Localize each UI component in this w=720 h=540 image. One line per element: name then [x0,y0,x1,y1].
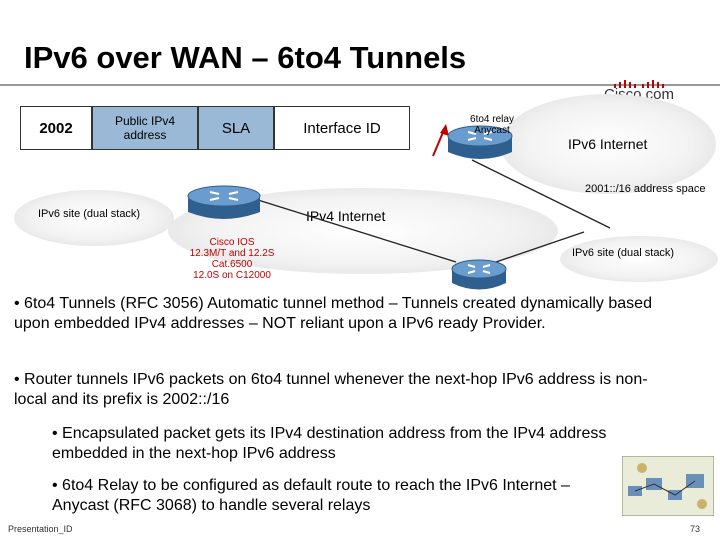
field-interface-id: Interface ID [274,106,410,150]
cisco-ios-label: Cisco IOS 12.3M/T and 12.2S Cat.6500 12.… [189,237,275,281]
bullet-4-text: • 6to4 Relay to be configured as default… [52,477,570,514]
footer-presentation-id: Presentation_ID [8,524,73,534]
bullet-6to4-tunnels: • 6to4 Tunnels (RFC 3056) Automatic tunn… [14,294,674,334]
relay-label: 6to4 relay Anycast [470,114,514,136]
bullet-router-tunnels: • Router tunnels IPv6 packets on 6to4 tu… [14,370,678,410]
field-interface-label: Interface ID [303,119,381,137]
ipv6-internet-label: IPv6 Internet [568,136,648,152]
title-rule [0,84,720,86]
field-ipv4-label: Public IPv4 address [114,114,176,142]
cisco-logo-icon [614,80,664,88]
ipv6-site-right-label: IPv6 site (dual stack) [572,247,675,259]
tunnel-link-left [257,199,457,263]
ipv6-site-right-cloud [560,236,718,282]
right-router-icon [451,259,507,290]
field-public-ipv4: Public IPv4 address [92,106,198,150]
field-sla-label: SLA [221,119,251,137]
left-router-icon [187,185,261,219]
field-prefix-label: 2002 [39,119,73,137]
relay-router-icon [447,125,513,159]
relay-arrow-head [440,124,449,136]
tunnel-link-right [495,231,585,263]
field-sla: SLA [198,106,274,150]
slide-title: IPv6 over WAN – 6to4 Tunnels [24,40,467,75]
relay-arrow-line [432,129,445,157]
bullet-1-text: • 6to4 Tunnels (RFC 3056) Automatic tunn… [14,295,652,332]
field-prefix-2002: 2002 [20,106,92,150]
page-number: 73 [690,524,701,534]
ipv4-internet-label: IPv4 Internet [306,208,386,224]
tunnel-link-relay [471,159,611,229]
bullet-6to4-relay: • 6to4 Relay to be configured as default… [52,476,612,516]
ipv6-site-left-label: IPv6 site (dual stack) [38,208,141,220]
bullet-encapsulated-packet: • Encapsulated packet gets its IPv4 dest… [52,424,632,464]
bullet-3-text: • Encapsulated packet gets its IPv4 dest… [52,425,607,462]
address-space-label: 2001::/16 address space [585,183,706,195]
ipv6-site-left-cloud [14,190,174,246]
network-illustration-icon [622,456,714,516]
bullet-2-text: • Router tunnels IPv6 packets on 6to4 tu… [14,371,648,408]
ipv6-internet-cloud [500,94,716,194]
